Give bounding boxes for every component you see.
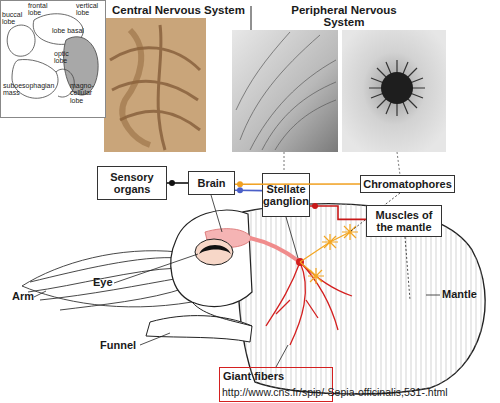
neuron-dot (237, 181, 243, 187)
connector-line (310, 206, 366, 219)
process-box: Stellate ganglion (262, 173, 310, 217)
eye (195, 239, 233, 265)
photo-background (232, 30, 338, 152)
part-label: buccal lobe (2, 11, 28, 26)
part-label: lobe basal (52, 27, 94, 34)
nerve-streak (236, 32, 336, 150)
leader-line (211, 195, 222, 232)
body-line (192, 302, 252, 326)
chromatophore-star (308, 224, 358, 284)
part-label: magno-cellular lobe (70, 82, 105, 104)
node-text: Muscles of the mantle (369, 209, 439, 233)
section-title: Central Nervous System (112, 4, 257, 16)
photo-background (342, 30, 446, 152)
part-label: Arm (12, 291, 42, 303)
leader-line (426, 295, 440, 296)
brain-photo (104, 18, 206, 152)
process-box: Chromatophores (360, 175, 455, 193)
chromatophore-cell (381, 72, 413, 104)
process-box: Muscles of the mantle (366, 205, 442, 237)
nerve-connector (235, 187, 262, 193)
cuttlefish-drawing (22, 204, 485, 394)
part-label: vertical lobe (76, 2, 106, 17)
node-text: Sensory organs (100, 171, 164, 195)
leader-line (114, 254, 198, 283)
nerve-connector (310, 203, 366, 219)
neuron-dot (237, 187, 243, 193)
leader-line (140, 333, 170, 345)
pallial-nerve (250, 238, 300, 262)
arms (22, 251, 192, 310)
leader-line (284, 152, 285, 172)
part-label: Eye (93, 277, 123, 289)
connector-line (167, 182, 188, 184)
part-label: Mantle (442, 289, 498, 301)
node-text: Stellate ganglion (263, 183, 309, 207)
leader-line (397, 152, 400, 175)
nerve-connector (167, 180, 188, 186)
node-text: Chromatophores (363, 178, 452, 190)
connector-line (235, 189, 262, 191)
leader-lines (34, 193, 440, 367)
node-text: Brain (197, 177, 225, 189)
funnel (146, 316, 252, 342)
leader-line (34, 291, 46, 297)
leader-line (276, 345, 288, 367)
divider-line (251, 6, 252, 30)
part-label: frontal lobe (28, 2, 58, 17)
photo-background (104, 18, 206, 152)
process-box: Sensory organs (97, 166, 167, 200)
inset-frame (1, 1, 106, 118)
brain-schematic (1, 1, 106, 118)
chromatophore-nerve (300, 232, 350, 276)
tissue-texture (122, 30, 150, 145)
giant-fibers-drawing (266, 262, 352, 345)
chromatophore-photo (342, 30, 446, 152)
neuron-dot (169, 180, 175, 186)
neuron-dot (312, 203, 318, 209)
part-label: optic lobe (54, 50, 80, 65)
head-outline (171, 210, 252, 306)
leader-line (405, 237, 410, 300)
source-url: http://www.cns.fr/spip/-Sepia-officinali… (222, 387, 500, 398)
lobe-outline (7, 25, 35, 56)
node-text: Giant fibers (223, 370, 284, 382)
chromatophore-rays (369, 60, 425, 116)
section-title: Peripheral Nervous System (282, 4, 406, 28)
eye-pupil (199, 245, 231, 254)
part-label: Funnel (100, 340, 150, 352)
tissue-texture (110, 25, 200, 150)
nerve-photo (232, 30, 338, 152)
leader-line (286, 217, 298, 258)
process-box: Brain (188, 171, 235, 195)
part-label: suboesophagian mass (3, 82, 61, 97)
